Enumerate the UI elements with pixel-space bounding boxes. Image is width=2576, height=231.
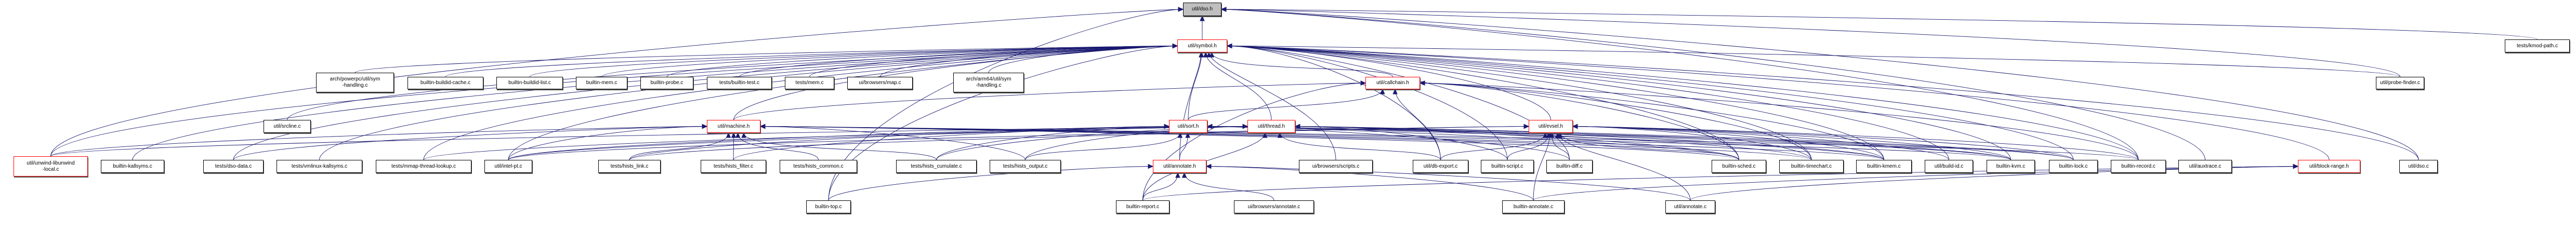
graph-node-util-annotate[interactable]: util/annotate.c	[1665, 200, 1715, 213]
edge-builtin-sched-to-callchain-h	[1420, 83, 1739, 160]
graph-node-intel-pt[interactable]: util/intel-pt.c	[484, 160, 532, 173]
edge-arrowhead	[1243, 125, 1247, 129]
graph-node-evsel-h[interactable]: util/evsel.h	[1529, 120, 1573, 133]
edge-db-export-to-callchain-h	[1395, 89, 1440, 160]
edge-arrowhead	[1200, 16, 1204, 21]
graph-node-builtin-annotate[interactable]: builtin-annotate.c	[1502, 200, 1565, 213]
graph-node-callchain-h[interactable]: util/callchain.h	[1365, 77, 1420, 89]
edge-builtin-report-to-callchain-h	[1143, 83, 1366, 200]
graph-node-builtin-kmem[interactable]: builtin-kmem.c	[1856, 160, 1912, 173]
edge-arrowhead	[1207, 52, 1211, 57]
edge-arrowhead	[1182, 173, 1187, 178]
graph-node-builtin-diff[interactable]: builtin-diff.c	[1546, 160, 1593, 173]
graph-node-buildid-cache[interactable]: builtin-buildid-cache.c	[408, 77, 483, 89]
graph-node-builtin-script[interactable]: builtin-script.c	[1481, 160, 1534, 173]
graph-node-builtin-timechart[interactable]: builtin-timechart.c	[1779, 160, 1844, 173]
graph-node-browsers-scripts[interactable]: ui/browsers/scripts.c	[1299, 160, 1373, 173]
edge-arrowhead	[1221, 7, 1226, 11]
graph-node-sort-h[interactable]: util/sort.h	[1169, 120, 1207, 133]
edge-probe-finder-to-dso-h	[1221, 9, 2400, 77]
edge-arrowhead	[1148, 165, 1153, 169]
graph-node-hists-filter[interactable]: tests/hists_filter.c	[701, 160, 766, 173]
graph-node-probe-finder[interactable]: util/probe-finder.c	[2376, 77, 2424, 89]
edge-callchain-h-to-symbol-h	[1212, 52, 1392, 77]
graph-node-browsers-annotate[interactable]: ui/browsers/annotate.c	[1234, 200, 1314, 213]
edge-builtin-record-to-symbol-h	[1227, 46, 2138, 160]
edge-hists-cumulate-to-machine-h	[744, 133, 937, 160]
edge-builtin-top-to-symbol-h	[829, 46, 1177, 201]
graph-node-thread-h[interactable]: util/thread.h	[1247, 120, 1295, 133]
edge-builtin-report-to-annotate-h	[1143, 173, 1178, 200]
edge-arrowhead	[1176, 173, 1180, 178]
graph-node-hists-output[interactable]: tests/hists_output.c	[990, 160, 1061, 173]
edge-builtin-kallsyms-to-symbol-h	[133, 46, 1177, 160]
edge-arrowhead	[1227, 44, 1232, 48]
graph-node-dso-data[interactable]: tests/dso-data.c	[203, 160, 264, 173]
graph-node-builtin-lock[interactable]: builtin-lock.c	[2049, 160, 2098, 173]
graph-node-builtin-kvm[interactable]: builtin-kvm.c	[1987, 160, 2035, 173]
graph-node-powerpc-sym[interactable]: arch/powerpc/util/sym -handling.c	[316, 73, 394, 92]
graph-node-arm64-sym[interactable]: arch/arm64/util/sym -handling.c	[953, 73, 1024, 92]
edge-arrowhead	[760, 125, 765, 129]
graph-node-vmlinux-kallsyms[interactable]: tests/vmlinux-kallsyms.c	[277, 160, 362, 173]
graph-node-block-range[interactable]: util/block-range.h	[2298, 160, 2360, 173]
graph-node-mmap-thread[interactable]: tests/mmap-thread-lookup.c	[376, 160, 471, 173]
graph-node-browsers-map[interactable]: ui/browsers/map.c	[847, 77, 913, 89]
graph-node-annotate-h[interactable]: util/annotate.h	[1153, 160, 1206, 173]
edge-arrowhead	[1393, 89, 1397, 94]
graph-node-kmod-path[interactable]: tests/kmod-path.c	[2505, 39, 2570, 52]
edge-mmap-thread-to-symbol-h	[424, 46, 1177, 160]
graph-node-builtin-sched[interactable]: builtin-sched.c	[1712, 160, 1766, 173]
edge-browsers-annotate-to-annotate-h	[1185, 173, 1274, 200]
graph-node-builtin-kallsyms[interactable]: builtin-kallsyms.c	[101, 160, 164, 173]
graph-node-unwind[interactable]: util/unwind-libunwind -local.c	[14, 156, 88, 176]
graph-node-hists-cumulate[interactable]: tests/hists_cumulate.c	[896, 160, 977, 173]
edge-annotate-h-to-symbol-h	[1180, 52, 1201, 160]
graph-node-buildid-list[interactable]: builtin-buildid-list.c	[496, 77, 563, 89]
edge-unwind-to-thread-h	[51, 127, 1248, 157]
edge-arrowhead	[2293, 165, 2298, 169]
edge-builtin-lock-to-sort-h	[1207, 127, 2073, 160]
edge-arrowhead	[1178, 7, 1183, 11]
graph-node-srcline[interactable]: util/srcline.c	[264, 120, 311, 133]
graph-node-builtin-top[interactable]: builtin-top.c	[806, 200, 851, 213]
graph-node-db-export[interactable]: util/db-export.c	[1413, 160, 1468, 173]
graph-node-builtin-mem[interactable]: builtin-mem.c	[576, 77, 627, 89]
edge-arrowhead	[1524, 125, 1529, 129]
graph-node-machine-h[interactable]: util/machine.h	[707, 120, 760, 133]
edge-builtin-kmem-to-callchain-h	[1420, 83, 1884, 160]
graph-node-dso-h: util/dso.h	[1183, 3, 1221, 16]
edge-unwind-to-machine-h	[51, 127, 707, 157]
edge-builtin-kmem-to-symbol-h	[1227, 46, 1884, 160]
graph-node-symbol-h[interactable]: util/symbol.h	[1177, 39, 1227, 52]
graph-node-build-id[interactable]: util/build-id.c	[1925, 160, 1973, 173]
edge-arrowhead	[1573, 125, 1578, 129]
graph-node-builtin-probe[interactable]: builtin-probe.c	[640, 77, 693, 89]
graph-node-builtin-record[interactable]: builtin-record.c	[2111, 160, 2166, 173]
edge-block-range-to-symbol-h	[1227, 46, 2329, 160]
edge-probe-finder-to-symbol-h	[1227, 46, 2400, 77]
graph-node-hists-common[interactable]: tests/hists_common.c	[780, 160, 857, 173]
edge-db-export-to-evsel-h	[1441, 133, 1545, 160]
graph-node-tests-builtin-test[interactable]: tests/builtin-test.c	[707, 77, 772, 89]
edge-vmlinux-kallsyms-to-symbol-h	[320, 46, 1178, 160]
edge-kmod-path-to-dso-h	[1221, 9, 2538, 39]
edge-arrowhead	[702, 125, 707, 129]
graph-node-hists-link[interactable]: tests/hists_link.c	[598, 160, 661, 173]
graph-node-auxtrace[interactable]: util/auxtrace.c	[2178, 160, 2232, 173]
graph-node-builtin-report[interactable]: builtin-report.c	[1116, 200, 1169, 213]
graph-node-tests-mem[interactable]: tests/mem.c	[785, 77, 834, 89]
edge-arrowhead	[1173, 44, 1177, 48]
edge-sort-h-to-symbol-h	[1188, 52, 1202, 120]
edge-arrowhead	[1381, 89, 1385, 94]
graph-node-util-dso-c[interactable]: util/dso.c	[2399, 160, 2438, 173]
edge-arrowhead	[1206, 165, 1211, 169]
edge-sort-h-to-callchain-h	[1188, 89, 1383, 120]
